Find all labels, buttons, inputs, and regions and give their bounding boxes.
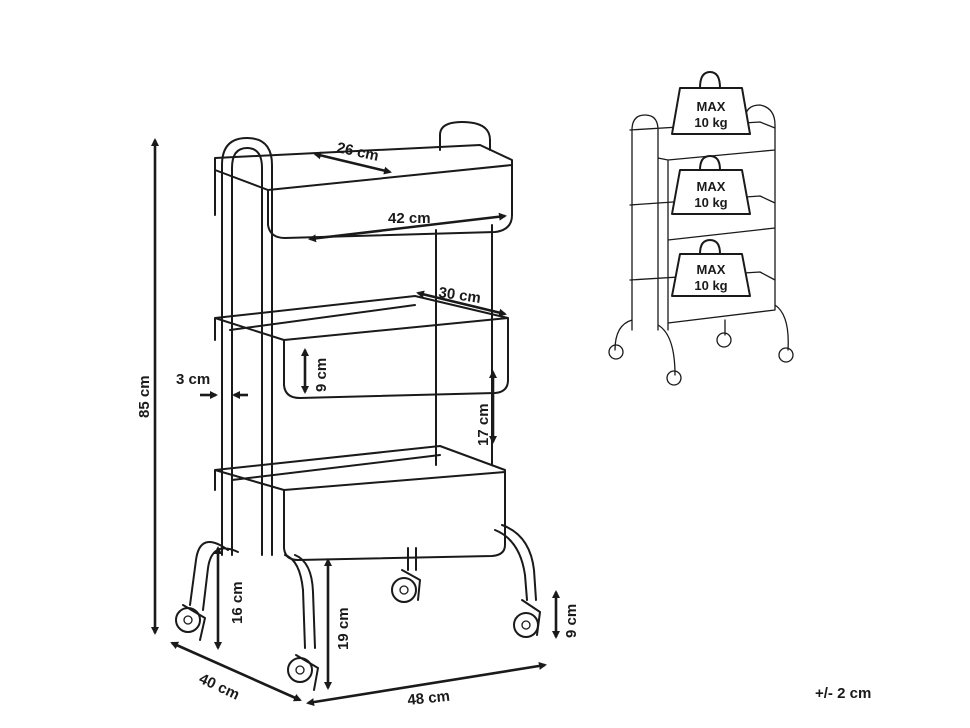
label-castor-height: 9 cm [563, 604, 580, 638]
middle-basket [214, 295, 509, 399]
weight-3-line2: 10 kg [694, 278, 727, 293]
left-handle-frame [221, 137, 273, 556]
right-handle-frame [439, 121, 491, 151]
label-basket-height: 9 cm [313, 358, 330, 392]
small-trolley-frame [614, 104, 789, 376]
trolley-drawing [175, 121, 541, 691]
dimension-lines [151, 138, 560, 706]
label-bottom-clearance: 19 cm [335, 607, 352, 650]
label-top-width: 42 cm [388, 210, 431, 227]
small-castors [608, 332, 794, 386]
weight-3: MAX 10 kg [671, 239, 751, 297]
weight-1-line2: 10 kg [694, 115, 727, 130]
bottom-basket [214, 445, 506, 561]
weight-1-line1: MAX [697, 99, 726, 114]
label-frame-gap: 3 cm [176, 371, 210, 388]
weight-2-line2: 10 kg [694, 195, 727, 210]
label-shelf-spacing: 17 cm [475, 403, 492, 446]
weight-1: MAX 10 kg [671, 71, 751, 135]
weight-2: MAX 10 kg [671, 155, 751, 215]
weight-handle-icon [699, 155, 721, 171]
label-height-total: 85 cm [136, 375, 153, 418]
left-handle-inner [231, 147, 263, 556]
weight-handle-icon [699, 71, 721, 89]
load-capacity-drawing: MAX 10 kg MAX 10 kg MAX 10 kg [608, 71, 794, 386]
weight-handle-icon [699, 239, 721, 255]
weight-3-line1: MAX [697, 262, 726, 277]
label-castor-mount-height: 16 cm [229, 581, 246, 624]
dimension-labels: 85 cm 26 cm 42 cm 30 cm 9 cm 3 cm 17 cm … [136, 139, 871, 709]
label-middle-depth: 30 cm [437, 284, 481, 307]
label-base-width: 48 cm [407, 688, 451, 709]
weight-2-line1: MAX [697, 179, 726, 194]
label-base-depth: 40 cm [196, 670, 242, 703]
tolerance-note: +/- 2 cm [815, 685, 871, 702]
